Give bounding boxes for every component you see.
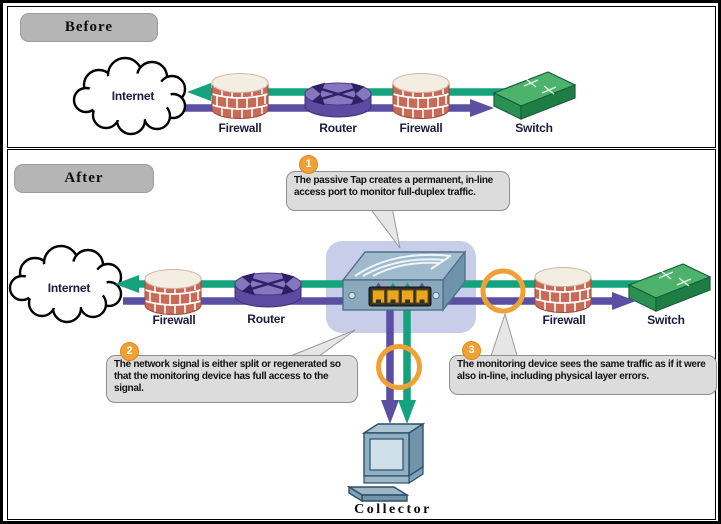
node-label-switch: Switch — [515, 121, 553, 135]
callout-1-bubble: The passive Tap creates a permanent, in-… — [286, 171, 510, 211]
node-label-firewall: Firewall — [218, 121, 262, 135]
node-label-firewall: Firewall — [399, 121, 443, 135]
node-label-internet: Internet — [47, 281, 91, 295]
after-title-pill: After — [14, 164, 154, 193]
after-title: After — [64, 170, 104, 186]
callout-1-badge: 1 — [299, 155, 318, 174]
before-title-pill: Before — [20, 13, 158, 42]
callout-2-badge: 2 — [120, 342, 139, 361]
node-label-firewall: Firewall — [152, 313, 196, 327]
callout-3-bubble: The monitoring device sees the same traf… — [449, 355, 717, 395]
callout-3-badge: 3 — [462, 341, 481, 360]
node-label-router: Router — [319, 121, 357, 135]
callout-2-bubble: The network signal is either split or re… — [106, 355, 358, 403]
node-label-collector: Collector — [354, 502, 432, 517]
node-label-switch: Switch — [647, 313, 685, 327]
node-label-router: Router — [247, 312, 285, 326]
node-label-firewall: Firewall — [542, 313, 586, 327]
before-title: Before — [64, 19, 114, 35]
node-label-internet: Internet — [111, 89, 155, 103]
